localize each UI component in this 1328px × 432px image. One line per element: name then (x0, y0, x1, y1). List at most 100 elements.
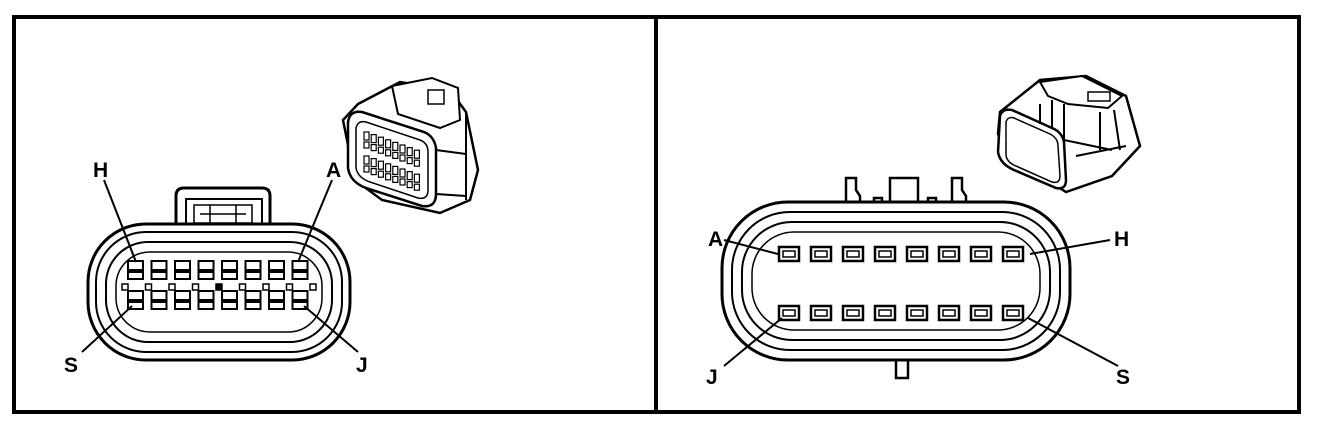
key-square (168, 283, 176, 291)
terminal-inner (1006, 250, 1020, 258)
cavity (221, 290, 238, 301)
cavity (174, 260, 191, 271)
terminal-inner (974, 250, 988, 258)
iso-pin (406, 171, 413, 181)
iso-pin-lower (363, 165, 370, 173)
terminal-inner (910, 309, 924, 317)
key-square (121, 283, 129, 291)
cavity (197, 260, 215, 271)
iso-pin-lower (370, 144, 377, 152)
iso-pin (363, 155, 370, 165)
pin-label-s-right: S (1116, 366, 1130, 389)
leader-line-j-left (303, 305, 359, 353)
cavity (291, 290, 309, 301)
cavity-lower (127, 301, 144, 310)
right-panel: A H J S (706, 74, 1142, 389)
pin-label-s-left: S (64, 354, 78, 377)
iso-pin-lower (413, 159, 420, 167)
iso-pin (392, 165, 399, 175)
pin-label-j-left: J (356, 354, 368, 377)
left-panel: H A S J (64, 76, 480, 377)
cavity-lower (221, 301, 238, 310)
terminal-inner (942, 250, 956, 258)
cavity (268, 260, 285, 271)
cavity-lower (150, 301, 168, 310)
cavity (127, 290, 144, 301)
key-square (309, 283, 317, 291)
cavity-lower (268, 271, 285, 280)
pin-label-j-right: J (706, 366, 718, 389)
pin-label-h-right: H (1114, 228, 1129, 251)
cavity-lower (127, 271, 144, 280)
male-connector-3d-view (996, 74, 1142, 194)
iso-pin (377, 136, 384, 146)
cavity (174, 290, 191, 301)
leader-line-a-left (297, 179, 333, 263)
cavity-lower (244, 301, 262, 310)
terminal-inner (782, 250, 796, 258)
leader-line-h-left (103, 179, 137, 263)
iso-pin (370, 134, 377, 144)
iso-pin-lower (370, 168, 377, 176)
key-square (191, 283, 200, 291)
key-square (238, 283, 247, 291)
iso-pin-lower (377, 146, 384, 154)
iso-pin-lower (399, 178, 406, 186)
iso-pin-lower (392, 151, 399, 159)
cavity (291, 260, 309, 271)
male-connector-face-view (720, 176, 1072, 380)
cavity (268, 290, 285, 301)
iso-pin (385, 139, 392, 149)
key-square (144, 283, 153, 291)
iso-pin-lower (385, 149, 392, 157)
terminal-inner (910, 250, 924, 258)
cavity (197, 290, 215, 301)
cavity-lower (150, 271, 168, 280)
cavity-lower (221, 271, 238, 280)
cavity-lower (174, 301, 191, 310)
iso-pin-lower (406, 181, 413, 189)
cavity (127, 260, 144, 271)
terminal-inner (846, 250, 860, 258)
iso-pin-lower (385, 173, 392, 181)
terminal-inner (1006, 309, 1020, 317)
male-connector-terminals (777, 245, 1025, 322)
iso-pin (413, 173, 420, 183)
iso-pin (406, 147, 413, 157)
iso-pin (370, 158, 377, 168)
female-connector-face-view (86, 186, 352, 362)
pin-label-h-left: H (93, 159, 108, 182)
iso-pin (377, 160, 384, 170)
cavity-lower (268, 301, 285, 310)
leader-line-a-right (723, 239, 779, 255)
cavity-lower (174, 271, 191, 280)
cavity-lower (244, 271, 262, 280)
leader-line-h-right (1029, 239, 1111, 255)
female-connector-3d-view (341, 76, 480, 215)
iso-pin (385, 163, 392, 173)
cavity-lower (291, 271, 309, 280)
iso-pin (392, 141, 399, 151)
iso-pin-lower (377, 170, 384, 178)
cavity-lower (197, 301, 215, 310)
leader-line-j-right (723, 317, 783, 367)
iso-pin-lower (406, 157, 413, 165)
cavity (244, 290, 262, 301)
terminal-inner (878, 250, 892, 258)
female-connector-3d-pins (363, 131, 420, 191)
iso-pin-lower (392, 175, 399, 183)
pin-label-a-right: A (708, 228, 723, 251)
terminal-inner (846, 309, 860, 317)
leader-line-s-left (81, 305, 133, 353)
cavity (244, 260, 262, 271)
iso-pin-lower (413, 183, 420, 191)
terminal-inner (942, 309, 956, 317)
key-square (262, 283, 270, 291)
pin-label-a-left: A (326, 159, 341, 182)
cavity-lower (197, 271, 215, 280)
cavity-lower (291, 301, 309, 310)
cavity (150, 260, 168, 271)
terminal-inner (814, 309, 828, 317)
iso-pin (399, 168, 406, 178)
